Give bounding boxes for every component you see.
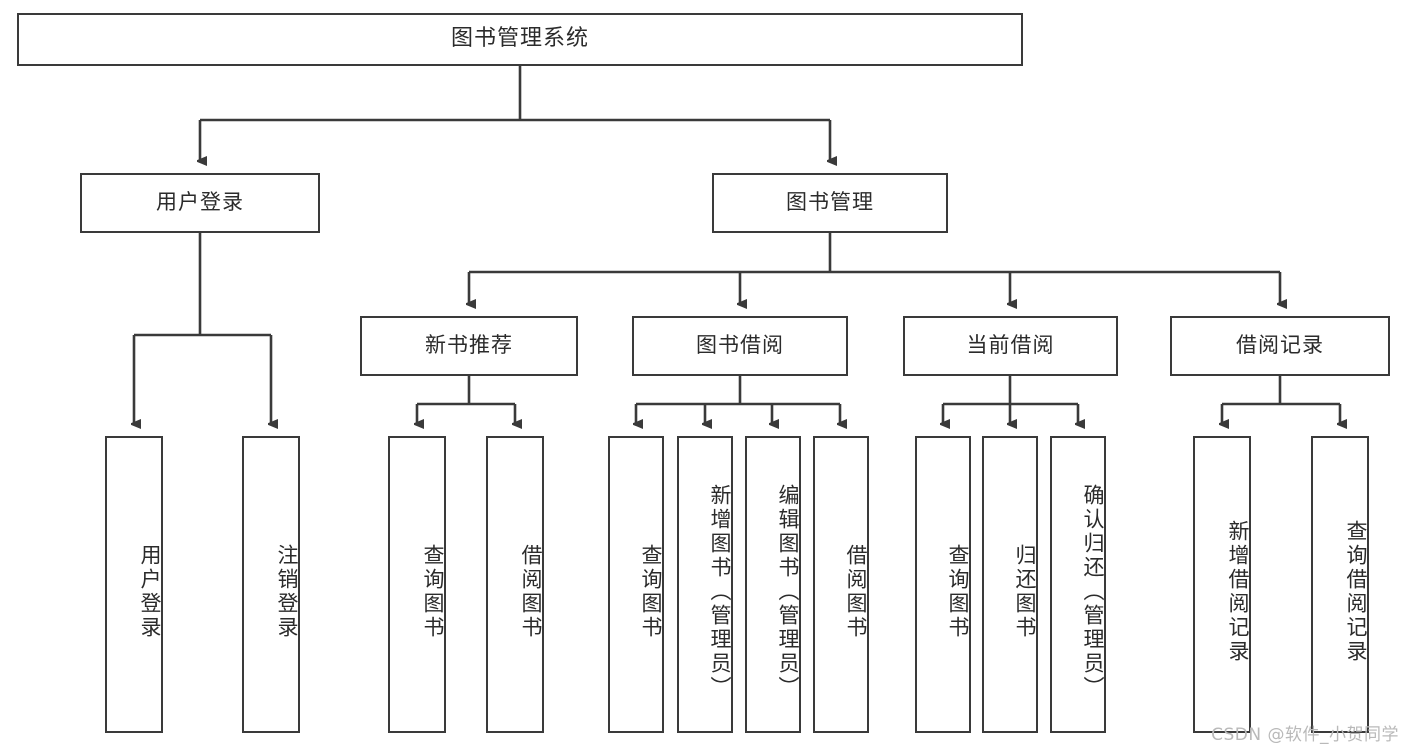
leaf-user-login-login[interactable]: 用户登录 [105, 436, 163, 733]
node-label: 借阅图书 [519, 543, 543, 640]
leaf-book-borrow-add-book-admin[interactable]: 新增图书（管理员） [677, 436, 733, 733]
node-new-book-recommend[interactable]: 新书推荐 [360, 316, 578, 376]
node-label: 借阅图书 [844, 543, 868, 640]
node-label: 新增借阅记录 [1226, 519, 1250, 664]
watermark-text: CSDN @软件_小贺同学 [1211, 725, 1399, 745]
node-label: 新书推荐 [425, 333, 513, 358]
node-label: 借阅记录 [1236, 333, 1324, 358]
node-borrow-record[interactable]: 借阅记录 [1170, 316, 1390, 376]
node-label: 图书管理系统 [450, 26, 589, 52]
leaf-book-borrow-borrow-book[interactable]: 借阅图书 [813, 436, 869, 733]
leaf-user-login-logout[interactable]: 注销登录 [242, 436, 300, 733]
node-book-management-system[interactable]: 图书管理系统 [17, 13, 1023, 66]
node-label: 查询图书 [421, 543, 445, 640]
node-label: 图书管理 [786, 190, 874, 215]
node-label: 查询图书 [946, 543, 970, 640]
leaf-new-book-borrow-book[interactable]: 借阅图书 [486, 436, 544, 733]
node-book-borrow[interactable]: 图书借阅 [632, 316, 848, 376]
node-user-login[interactable]: 用户登录 [80, 173, 320, 233]
leaf-new-book-query-book[interactable]: 查询图书 [388, 436, 446, 733]
leaf-book-borrow-edit-book-admin[interactable]: 编辑图书（管理员） [745, 436, 801, 733]
leaf-current-borrow-confirm-return-admin[interactable]: 确认归还（管理员） [1050, 436, 1106, 733]
leaf-current-borrow-query-book[interactable]: 查询图书 [915, 436, 971, 733]
leaf-borrow-record-query-record[interactable]: 查询借阅记录 [1311, 436, 1369, 733]
node-label: 用户登录 [138, 543, 162, 640]
node-label: 确认归还（管理员） [1081, 483, 1105, 700]
node-book-management[interactable]: 图书管理 [712, 173, 948, 233]
leaf-borrow-record-add-record[interactable]: 新增借阅记录 [1193, 436, 1251, 733]
node-label: 用户登录 [156, 190, 244, 215]
node-label: 归还图书 [1013, 543, 1037, 640]
node-current-borrow[interactable]: 当前借阅 [903, 316, 1118, 376]
leaf-current-borrow-return-book[interactable]: 归还图书 [982, 436, 1038, 733]
node-label: 注销登录 [275, 543, 299, 640]
node-label: 新增图书（管理员） [708, 483, 732, 700]
node-label: 图书借阅 [696, 333, 784, 358]
node-label: 当前借阅 [966, 333, 1055, 358]
node-label: 编辑图书（管理员） [776, 483, 800, 700]
node-label: 查询图书 [639, 543, 663, 640]
node-label: 查询借阅记录 [1344, 519, 1368, 664]
leaf-book-borrow-query-book[interactable]: 查询图书 [608, 436, 664, 733]
